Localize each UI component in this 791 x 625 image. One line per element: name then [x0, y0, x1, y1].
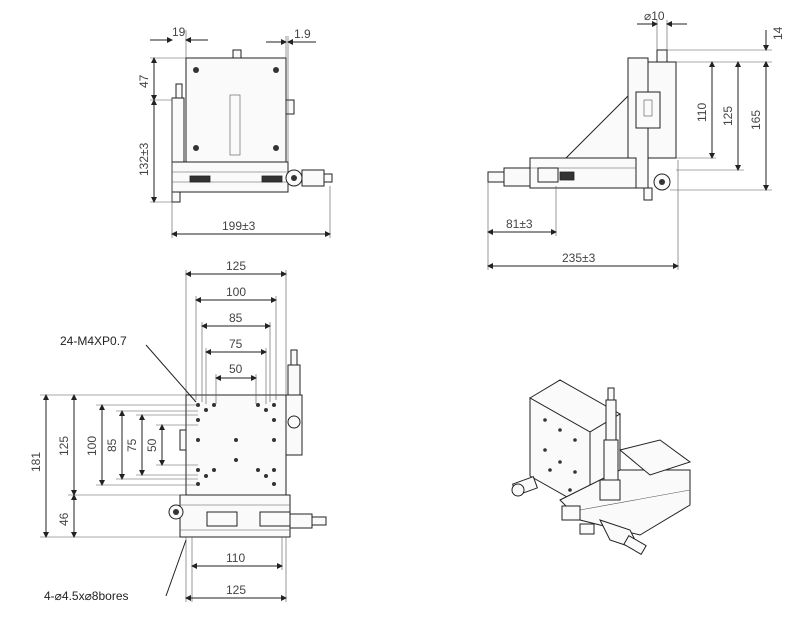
bore-callout: 4-⌀4.5x⌀8bores	[44, 589, 129, 603]
dim-bottom-125: 125	[226, 583, 246, 597]
dim-top-46: 46	[57, 512, 71, 526]
dim-top-181: 181	[29, 452, 43, 472]
dim-diameter-10: ⌀10	[644, 9, 665, 23]
dim-top-100: 100	[226, 285, 246, 299]
dim-199: 199±3	[222, 219, 256, 233]
dim-top-75: 75	[229, 337, 243, 351]
dim-19: 19	[172, 25, 186, 39]
dim-bottom-110: 110	[226, 551, 245, 565]
dim-235: 235±3	[562, 251, 596, 265]
side-gusset	[564, 94, 629, 159]
top-view: 125 100 85 75 50 24-M4XP0.7 181 125	[29, 259, 327, 603]
dim-top-v100: 100	[85, 436, 99, 456]
dim-165: 165	[749, 110, 763, 130]
dim-top-v50: 50	[145, 438, 159, 452]
dim-top-50: 50	[229, 362, 243, 376]
dim-top-85: 85	[229, 311, 243, 325]
tapped-holes	[196, 403, 276, 486]
dim-14: 14	[771, 26, 785, 40]
dim-top-v125: 125	[57, 436, 71, 456]
dim-125: 125	[721, 106, 735, 126]
isometric-view	[511, 379, 692, 556]
top-stage-platform	[185, 394, 287, 496]
thread-callout: 24-M4XP0.7	[60, 334, 127, 348]
dim-top-v85: 85	[105, 438, 119, 452]
dim-top-125: 125	[226, 259, 246, 273]
dim-1-9: 1.9	[294, 27, 311, 41]
front-stage-body	[185, 57, 287, 163]
dim-81: 81±3	[506, 217, 533, 231]
dim-47: 47	[137, 74, 151, 88]
front-view: 19 1.9 47 132±3 199±3	[137, 25, 333, 238]
side-view: ⌀10 14 110 125 165 81±3 235±3	[487, 9, 785, 270]
dim-top-v75: 75	[125, 438, 139, 452]
dim-110: 110	[695, 103, 709, 122]
dim-132: 132±3	[137, 142, 151, 176]
